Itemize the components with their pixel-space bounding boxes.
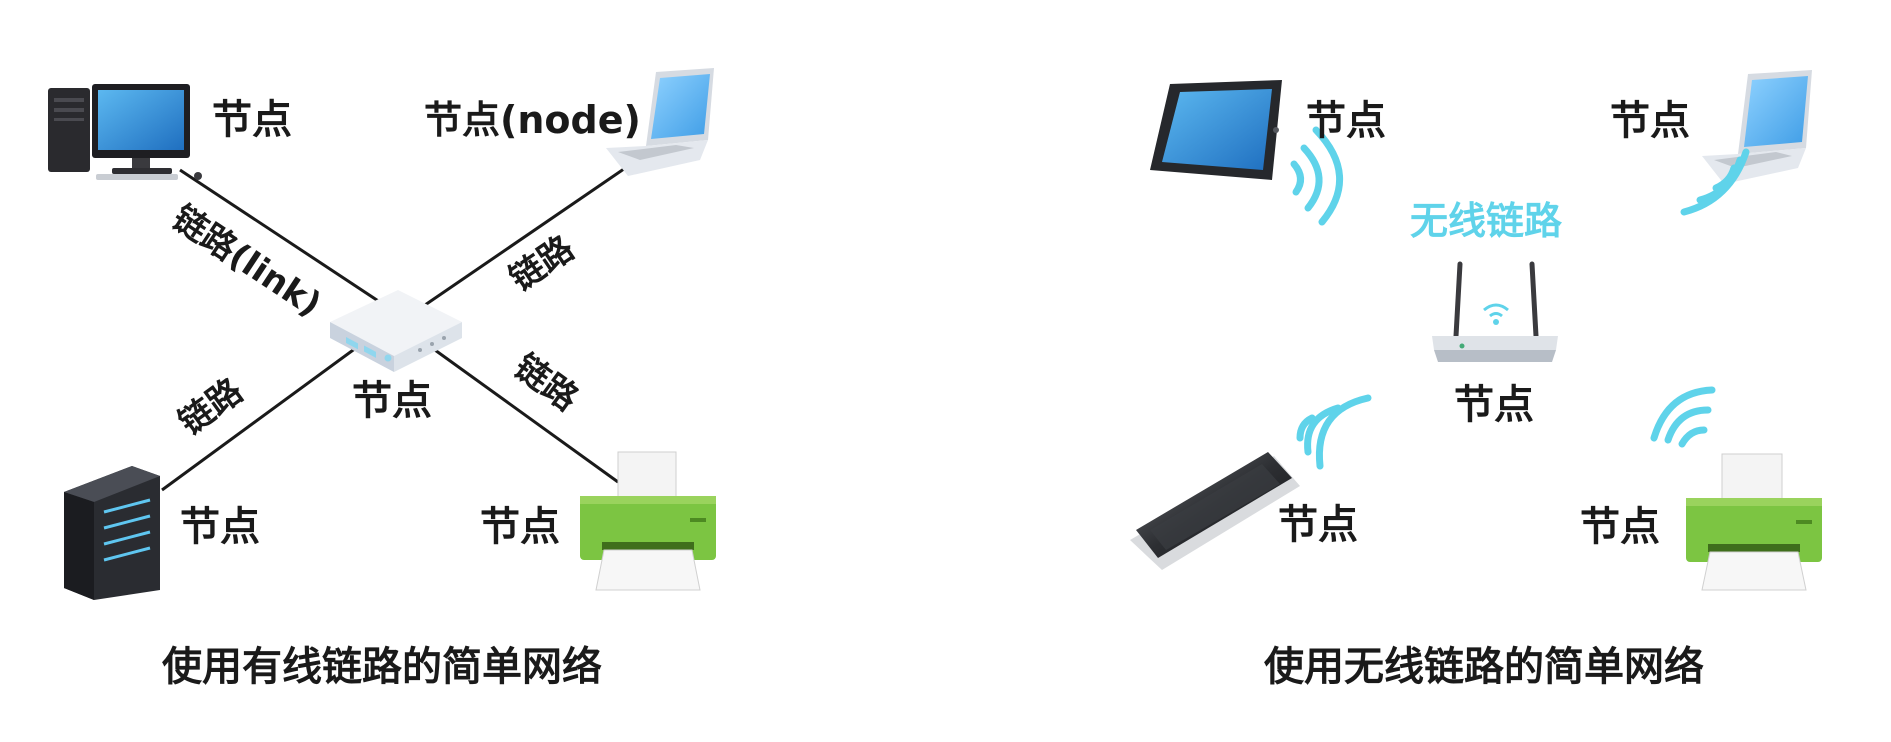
- tablet-icon: [1150, 80, 1282, 180]
- laptop-node-label: 节点(node): [424, 98, 641, 142]
- wired-network: 节点 节点(node) 节点 节点 节点 链路(link) 链路 链路 链路 使…: [48, 68, 716, 690]
- printer-node-label: 节点: [1580, 504, 1660, 550]
- server-tower-icon: [64, 466, 160, 600]
- laptop-node-label: 节点: [1610, 98, 1690, 144]
- desktop-computer-icon: [48, 84, 202, 180]
- printer-node-label: 节点: [480, 504, 560, 550]
- router-node-label: 节点: [1454, 382, 1534, 428]
- laptop-icon: [1702, 70, 1812, 184]
- wifi-router-icon: [1432, 264, 1558, 362]
- wireless-caption: 使用无线链路的简单网络: [1264, 644, 1704, 690]
- phone-node-label: 节点: [1278, 502, 1358, 548]
- smartphone-icon: [1130, 452, 1300, 570]
- wifi-signal-icon: [1300, 398, 1368, 466]
- switch-node-label: 节点: [352, 378, 432, 424]
- wifi-signal-icon: [1654, 390, 1712, 444]
- desktop-node-label: 节点: [212, 97, 292, 143]
- server-node-label: 节点: [180, 504, 260, 550]
- tablet-node-label: 节点: [1306, 98, 1386, 144]
- wired-caption: 使用有线链路的简单网络: [162, 644, 602, 690]
- network-switch-icon: [330, 290, 462, 372]
- printer-icon: [1686, 454, 1822, 590]
- wireless-network: 无线链路 节点 节点 节点 节点 节点 使用无线链路的简单网络: [1130, 70, 1822, 690]
- link-label-top-left: 链路(link): [165, 198, 328, 325]
- wireless-link-label: 无线链路: [1410, 199, 1563, 243]
- printer-icon: [580, 452, 716, 590]
- link-label-top-right: 链路: [503, 228, 583, 300]
